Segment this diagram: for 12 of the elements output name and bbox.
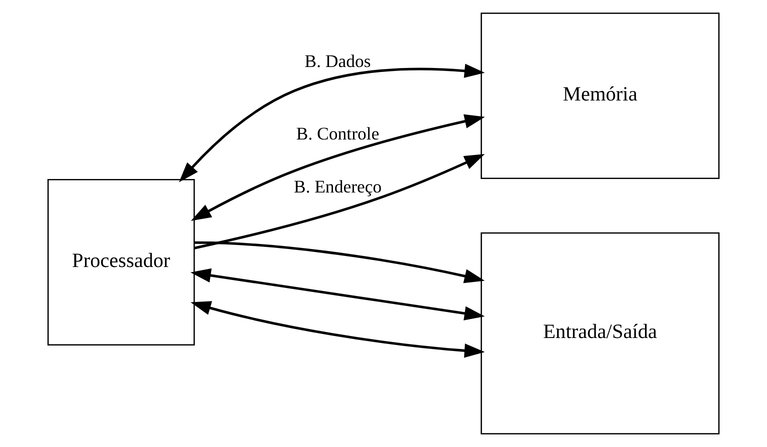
arrow: [194, 241, 485, 284]
edge-label: B. Endereço: [294, 176, 382, 197]
arrow: [194, 154, 485, 250]
node-box: Processador: [47, 179, 195, 346]
node-box: Entrada/Saída: [480, 232, 720, 434]
edge-label: B. Controle: [296, 123, 380, 144]
arrow: [190, 268, 485, 320]
arrow: [178, 64, 485, 182]
arrow: [190, 114, 485, 221]
arrow: [190, 301, 485, 358]
edge-label: B. Dados: [304, 50, 371, 71]
node-box: Memória: [480, 12, 720, 180]
